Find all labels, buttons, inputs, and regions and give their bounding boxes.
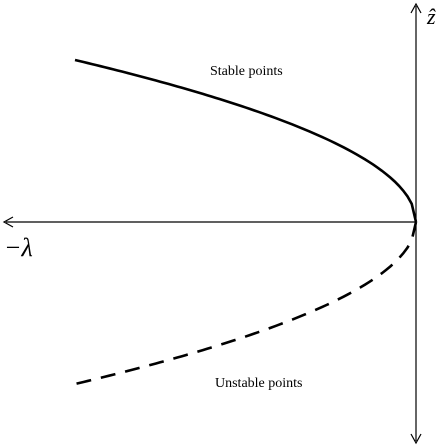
unstable-branch-curve	[74, 221, 418, 386]
stable-points-label: Stable points	[210, 64, 283, 79]
vertical-axis-bottom-arrowhead	[410, 433, 422, 445]
vertical-axis-label: ẑ	[426, 4, 436, 29]
vertical-axis-top-arrowhead	[410, 2, 422, 14]
stable-branch-curve	[74, 58, 418, 223]
unstable-points-label: Unstable points	[215, 376, 303, 391]
horizontal-axis-label: −λ	[4, 233, 33, 262]
horizontal-axis-arrowhead	[2, 216, 14, 228]
